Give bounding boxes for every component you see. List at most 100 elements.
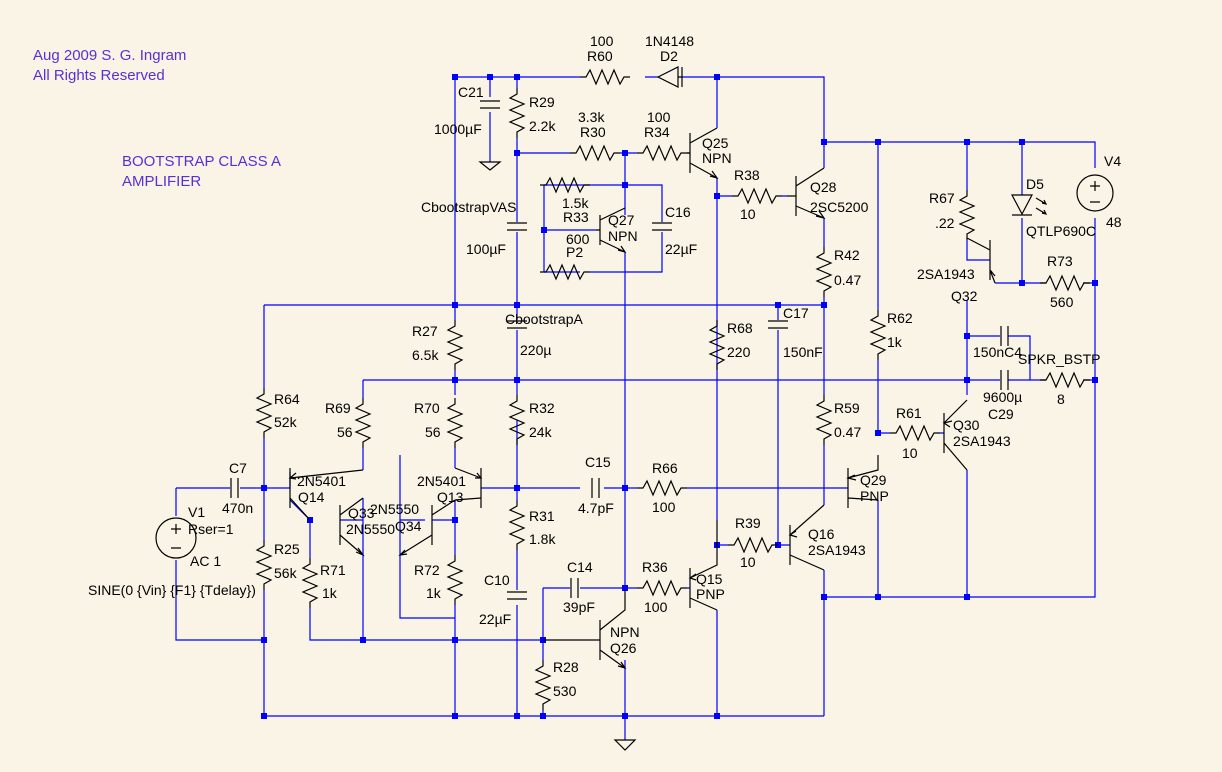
label-q14-type: 2N5401 (297, 473, 346, 489)
transistor-q34[interactable] (398, 499, 456, 556)
resistor-r66[interactable] (636, 480, 688, 496)
resistor-r28[interactable] (535, 659, 551, 711)
label-r64-name: R64 (274, 391, 300, 407)
transistor-q30[interactable] (942, 399, 968, 471)
resistor-r27[interactable] (447, 319, 463, 371)
label-c29-name: C29 (988, 406, 1014, 422)
label-r42-name: R42 (834, 247, 860, 263)
capacitor-cbootstrapa[interactable] (507, 320, 527, 329)
resistor-r71[interactable] (302, 557, 318, 609)
capacitor-c17[interactable] (768, 320, 788, 329)
label-q32-name: Q32 (951, 288, 978, 304)
resistor-r73[interactable] (1039, 275, 1091, 291)
label-q33-name: Q33 (348, 505, 375, 521)
label-q28-name: Q28 (810, 179, 837, 195)
voltage-source-v1[interactable] (155, 517, 197, 559)
led-d5[interactable] (1011, 194, 1048, 216)
diode-d2[interactable] (656, 66, 683, 88)
label-q30-name: Q30 (953, 417, 980, 433)
label-c16-value: 22µF (665, 241, 697, 257)
label-r70-name: R70 (414, 400, 440, 416)
transistor-q32[interactable] (966, 237, 996, 284)
resistor-r62[interactable] (870, 309, 886, 361)
capacitor-cbootstrapvas[interactable] (507, 222, 527, 231)
label-r31-value: 1.8k (529, 531, 556, 547)
label-r42-value: 0.47 (834, 272, 861, 288)
transistor-q29[interactable] (846, 455, 879, 508)
label-c15-value: 4.7pF (578, 500, 614, 516)
capacitor-c4[interactable] (1000, 326, 1009, 346)
resistor-r59[interactable] (816, 394, 832, 446)
label-r61-value: 10 (902, 445, 918, 461)
resistor-r39[interactable] (727, 537, 779, 553)
label-spkr-name: SPKR_BSTP (1018, 351, 1100, 367)
resistor-r70[interactable] (447, 397, 463, 449)
resistor-r34[interactable] (636, 145, 688, 161)
speaker-load-spkr-bstp[interactable] (1039, 372, 1091, 388)
transistor-q15[interactable] (688, 520, 718, 611)
label-v1-ac: AC 1 (190, 553, 221, 569)
capacitor-c7[interactable] (230, 478, 239, 498)
resistor-r69[interactable] (355, 397, 371, 449)
label-r67-value: .22 (935, 215, 955, 231)
resistor-r64[interactable] (256, 387, 272, 439)
ground-symbol-main (613, 739, 637, 751)
label-q13-name: Q13 (437, 489, 464, 505)
capacitor-c14[interactable] (570, 578, 579, 598)
resistor-r31[interactable] (509, 499, 525, 551)
transistor-q16[interactable] (788, 504, 825, 571)
resistor-r30[interactable] (569, 145, 621, 161)
label-r27-value: 6.5k (412, 347, 439, 363)
label-r31-name: R31 (529, 508, 555, 524)
resistor-r60[interactable] (579, 69, 631, 85)
label-r33-name: R33 (563, 209, 589, 225)
label-r71-value: 1k (322, 585, 338, 601)
label-c16-name: C16 (665, 204, 691, 220)
label-q14-name: Q14 (298, 489, 325, 505)
capacitor-c10[interactable] (507, 591, 527, 600)
transistor-q28[interactable] (787, 167, 826, 219)
label-r67-name: R67 (929, 190, 955, 206)
copyright-line1: Aug 2009 S. G. Ingram (33, 47, 186, 64)
voltage-source-v4[interactable] (1076, 174, 1114, 212)
label-r73-name: R73 (1047, 253, 1073, 269)
label-r34-name: R34 (644, 124, 670, 140)
transistor-q27[interactable] (596, 207, 627, 254)
resistor-r72[interactable] (447, 554, 463, 606)
label-q34-name: Q34 (395, 518, 422, 534)
capacitor-c29[interactable] (1000, 370, 1009, 390)
label-v1-rser: Rser=1 (188, 521, 234, 537)
label-r68-value: 220 (727, 344, 751, 360)
transistor-q25[interactable] (687, 127, 719, 180)
label-q33-type: 2N5550 (346, 521, 395, 537)
resistor-r38[interactable] (731, 188, 783, 204)
resistor-r67[interactable] (959, 189, 975, 241)
resistor-r42[interactable] (816, 246, 832, 298)
capacitor-c16[interactable] (652, 222, 672, 231)
label-c17-value: 150nF (783, 344, 823, 360)
label-c14-name: C14 (567, 559, 593, 575)
capacitor-c15[interactable] (591, 478, 600, 498)
resistor-r25[interactable] (256, 539, 272, 591)
transistor-q14[interactable] (288, 468, 364, 521)
label-r62-value: 1k (887, 334, 903, 350)
label-r32-name: R32 (529, 400, 555, 416)
label-c21-name: C21 (458, 84, 484, 100)
resistor-r29[interactable] (509, 87, 525, 139)
label-r62-name: R62 (887, 310, 913, 326)
label-r72-name: R72 (414, 562, 440, 578)
label-r68-name: R68 (727, 320, 753, 336)
transistor-q33[interactable] (339, 497, 365, 557)
capacitor-c21[interactable] (480, 100, 500, 109)
resistor-r61[interactable] (889, 425, 941, 441)
label-r59-name: R59 (834, 400, 860, 416)
label-r60-name: R60 (587, 48, 613, 64)
label-r28-name: R28 (553, 659, 579, 675)
transistors (288, 127, 996, 670)
resistor-r36[interactable] (636, 580, 688, 596)
label-q29-name: Q29 (860, 472, 887, 488)
label-v4-name: V4 (1104, 153, 1121, 169)
transistor-q13[interactable] (454, 467, 483, 508)
transistor-q26[interactable] (543, 590, 627, 670)
label-r69-value: 56 (337, 424, 353, 440)
